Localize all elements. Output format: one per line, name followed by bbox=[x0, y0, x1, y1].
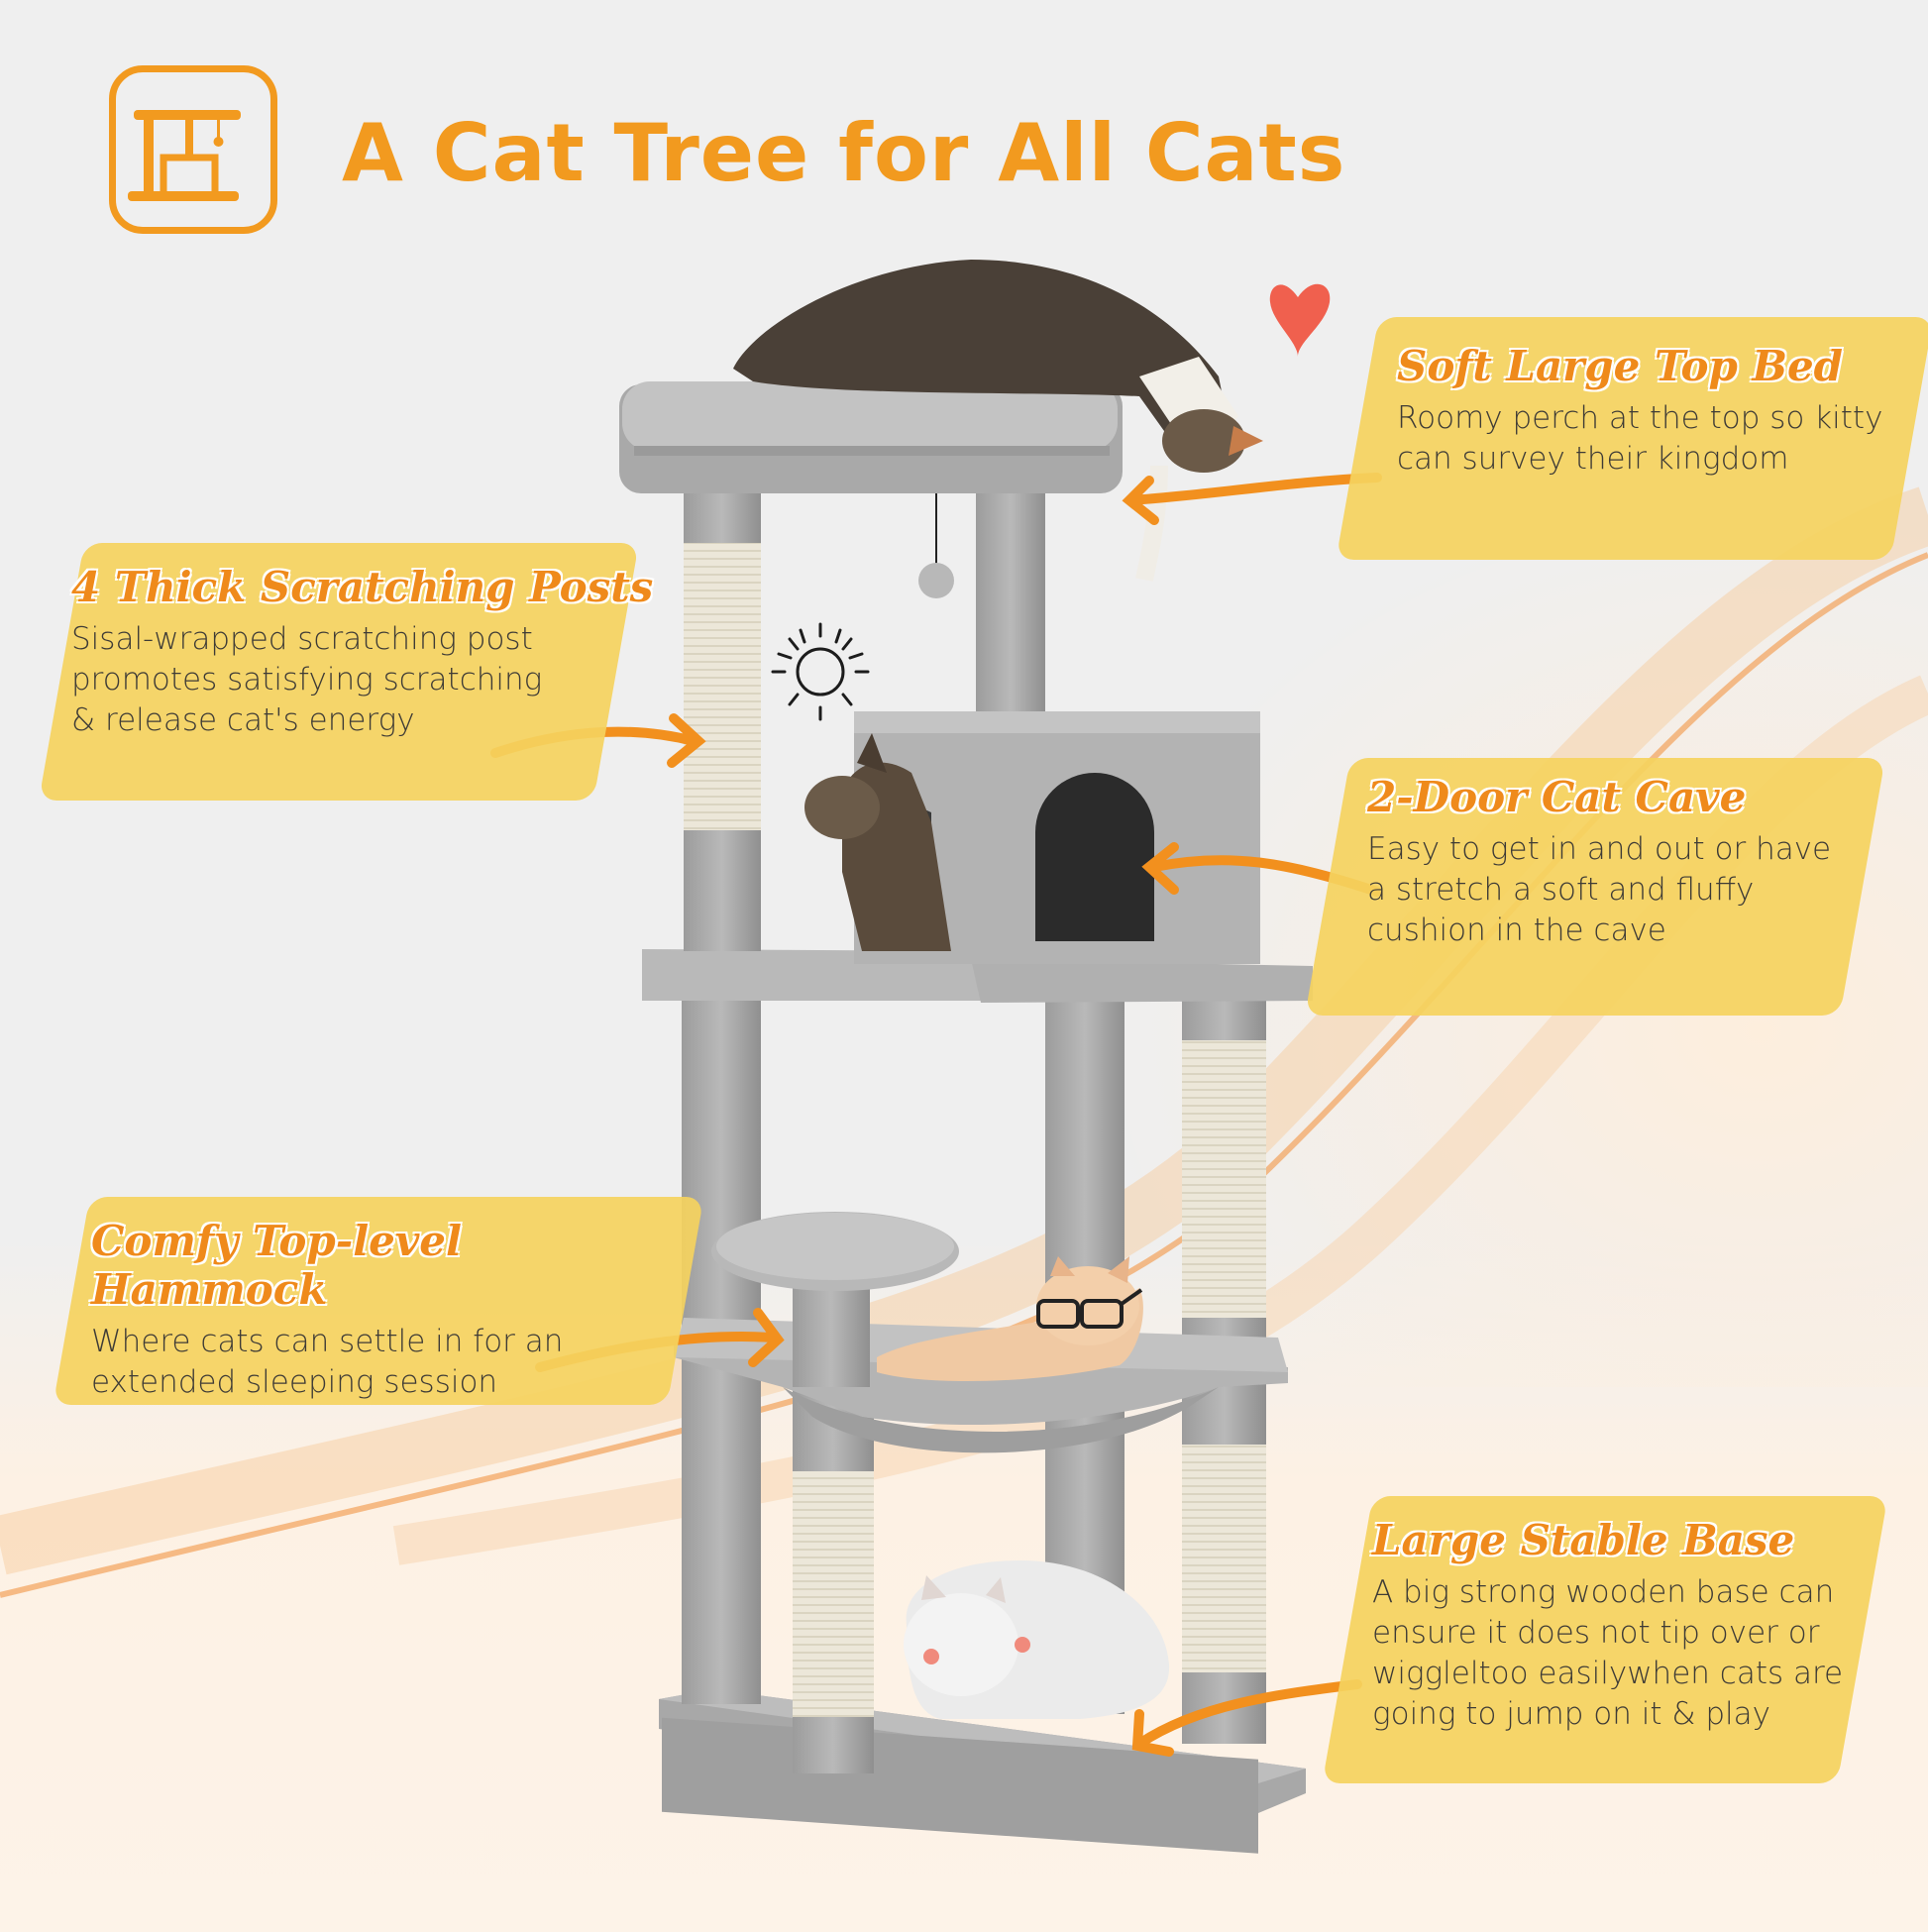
arrow-top-bed bbox=[1122, 473, 1382, 525]
sisal-front-right-upper bbox=[1182, 1040, 1266, 1318]
cat-base-white bbox=[904, 1560, 1170, 1719]
sun-icon bbox=[771, 622, 870, 721]
feature-heading: 4 Thick Scratching Posts bbox=[71, 563, 654, 611]
blush-hearts-icon bbox=[923, 1637, 1030, 1664]
feature-hammock: Comfy Top-level Hammock Where cats can s… bbox=[53, 1197, 705, 1405]
feature-heading: Large Stable Base bbox=[1372, 1516, 1795, 1564]
feature-heading: 2-Door Cat Cave bbox=[1367, 773, 1747, 821]
cat-tree-icon bbox=[128, 110, 241, 201]
sisal-front-right-lower bbox=[1182, 1445, 1266, 1672]
post-upper-right bbox=[976, 485, 1045, 723]
feature-base: Large Stable Base A big strong wooden ba… bbox=[1322, 1496, 1888, 1783]
pom-pom-toy bbox=[918, 563, 954, 598]
cat-top-tabby bbox=[733, 260, 1263, 582]
feature-scratching-posts: 4 Thick Scratching Posts Sisal-wrapped s… bbox=[39, 543, 666, 801]
cave-door-front bbox=[1035, 773, 1154, 941]
feature-top-bed: Soft Large Top Bed Roomy perch at the to… bbox=[1336, 317, 1928, 560]
heart-icon bbox=[1269, 283, 1331, 357]
sisal-front-left bbox=[793, 1471, 874, 1717]
top-bed bbox=[619, 381, 1123, 493]
cat-cave-tabby bbox=[804, 733, 951, 951]
arrow-base bbox=[1131, 1679, 1362, 1757]
sisal-upper-left bbox=[684, 543, 761, 830]
feature-cat-cave: 2-Door Cat Cave Easy to get in and out o… bbox=[1305, 758, 1885, 1016]
feature-heading: Soft Large Top Bed bbox=[1397, 342, 1844, 390]
glasses-icon bbox=[1036, 1288, 1143, 1329]
feature-heading: Comfy Top-level Hammock bbox=[91, 1217, 462, 1314]
mid-platform-right bbox=[971, 959, 1313, 1003]
cat-tree-logo bbox=[109, 65, 277, 234]
page-title: A Cat Tree for All Cats bbox=[342, 107, 1346, 199]
